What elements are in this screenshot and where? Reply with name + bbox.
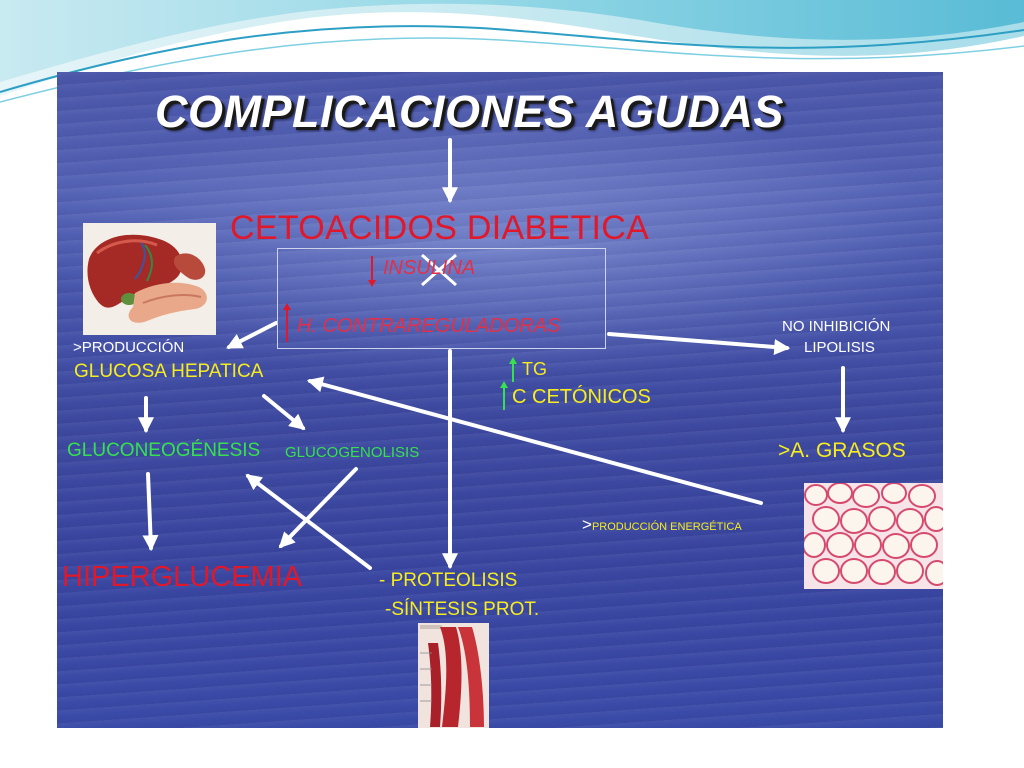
insulina-label: INSULINA (383, 257, 476, 279)
arrow-up-green-icon (509, 357, 517, 382)
sintesis-label: -SÍNTESIS PROT. (385, 599, 540, 620)
arrow-box-to-lipolisis (607, 332, 791, 355)
glucogenolisis-label: GLUCOGENOLISIS (285, 444, 420, 461)
slide-title: COMPLICACIONES AGUDAS (155, 86, 784, 137)
produccion-energetica-prefix: > (582, 515, 592, 534)
slide-content: COMPLICACIONES AGUDAS CETOACIDOS DIABETI… (57, 72, 943, 728)
arrow-box-to-produccion (226, 321, 278, 349)
slide-subtitle: CETOACIDOS DIABETICA (230, 209, 650, 247)
produccion-line2: GLUCOSA HEPATICA (74, 361, 264, 382)
acidos-grasos-label: >A. GRASOS (778, 439, 906, 462)
arrow-produccion-to-glucogenolisis (262, 394, 306, 431)
liver-pancreas-image (83, 223, 216, 335)
gluconeogenesis-label: GLUCONEOGÉNESIS (67, 440, 261, 461)
cetonicos-label: C CETÓNICOS (512, 386, 651, 408)
hiperglucemia-label: HIPERGLUCEMIA (62, 561, 303, 593)
hormonas-label: H. CONTRAREGULADORAS (297, 315, 561, 337)
arrow-proteolisis-to-gluconeogenesis (245, 474, 372, 570)
produccion-energetica-label: >PRODUCCIÓN ENERGÉTICA (582, 515, 742, 535)
wave-decoration (0, 0, 1024, 103)
cross-mark-icon (421, 253, 457, 287)
arrow-up-green-icon (500, 381, 508, 410)
arrow-energetica-to-produccion (306, 376, 763, 505)
arrow-layer (138, 138, 851, 570)
arrow-down-red-icon (368, 256, 376, 287)
arrow-glucogenolisis-to-hiperglucemia (278, 467, 358, 549)
adipose-tissue-image (804, 483, 943, 589)
tg-label: TG (522, 359, 547, 379)
lipolisis-line1: NO INHIBICIÓN (782, 318, 891, 335)
arrow-up-red-icon (283, 303, 291, 342)
produccion-energetica-text: PRODUCCIÓN ENERGÉTICA (591, 521, 742, 533)
hormone-box (277, 248, 606, 349)
proteolisis-label: - PROTEOLISIS (379, 570, 518, 591)
arrow-gluconeogenesis-to-hiperglucemia (142, 472, 159, 552)
produccion-line1: >PRODUCCIÓN (73, 339, 185, 356)
muscle-image (418, 623, 489, 728)
lipolisis-line2: LIPOLISIS (804, 339, 875, 356)
